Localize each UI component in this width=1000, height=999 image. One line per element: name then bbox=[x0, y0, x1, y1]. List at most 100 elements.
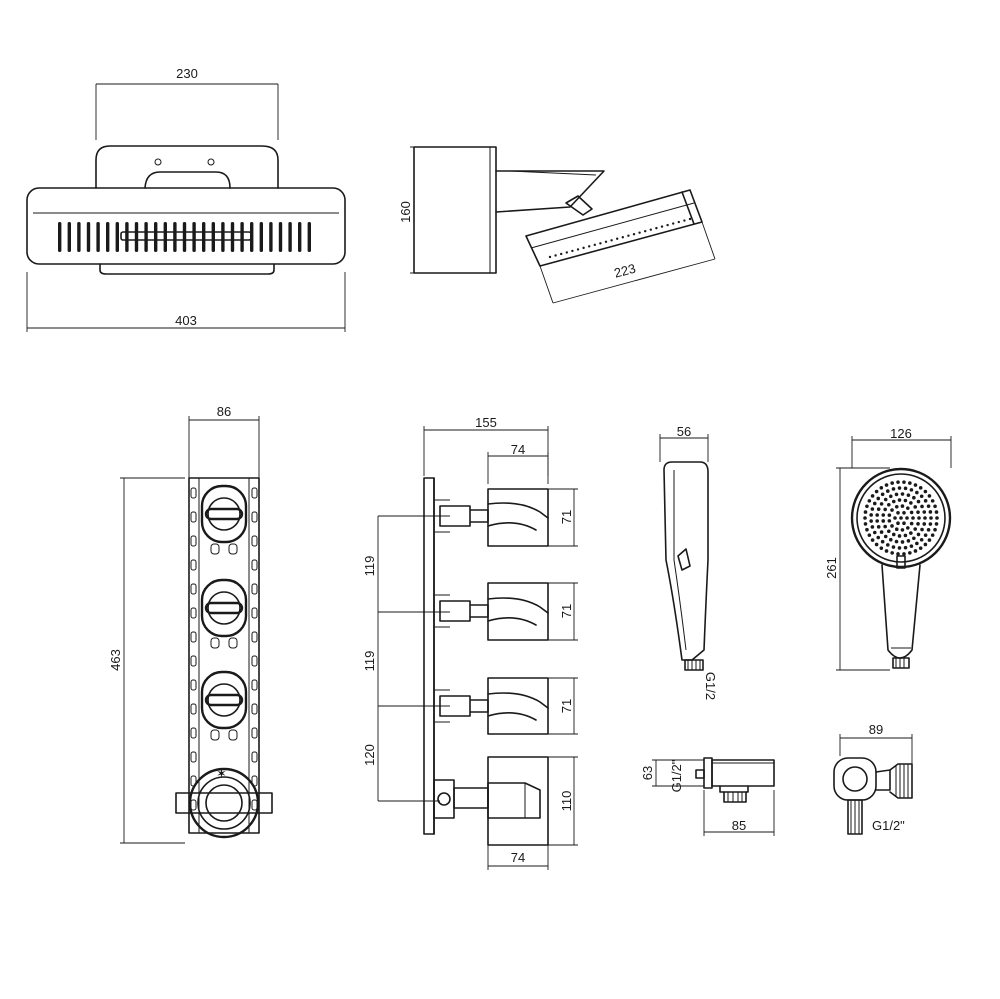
rail-hole bbox=[190, 631, 197, 643]
handle-stem bbox=[439, 695, 489, 717]
spray-nozzle bbox=[896, 552, 900, 556]
spray-nozzle bbox=[903, 545, 908, 550]
spray-nozzle bbox=[916, 522, 920, 526]
spray-nozzle bbox=[897, 498, 902, 502]
dim-outlet-depth: 85 bbox=[732, 818, 746, 833]
rail-hole bbox=[190, 535, 197, 547]
stem-flange bbox=[434, 689, 450, 723]
spray-nozzle bbox=[926, 528, 931, 532]
spray-nozzle bbox=[876, 525, 881, 529]
spray-nozzle bbox=[900, 504, 905, 508]
dim-handshower-front-width: 126 bbox=[890, 426, 912, 441]
dim-outlet-thread: G1/2" bbox=[669, 759, 684, 792]
nozzle-slot bbox=[298, 222, 302, 252]
spray-nozzle bbox=[870, 538, 875, 542]
side-handle-profiles bbox=[434, 488, 549, 735]
valve-slot bbox=[210, 729, 220, 741]
rail-hole bbox=[190, 703, 197, 715]
spray-nozzle bbox=[883, 534, 888, 539]
spray-nozzle bbox=[912, 536, 916, 541]
spray-nozzle bbox=[865, 527, 869, 532]
side-nozzle bbox=[627, 234, 630, 237]
spray-nozzle bbox=[911, 516, 915, 520]
side-nozzle bbox=[565, 251, 568, 254]
spray-nozzle bbox=[922, 522, 927, 526]
dim-valve-side-depth: 155 bbox=[475, 415, 497, 430]
spray-nozzle bbox=[908, 481, 912, 485]
valve-lever bbox=[204, 693, 244, 707]
nozzle-slot bbox=[77, 222, 81, 252]
spray-nozzle bbox=[909, 531, 913, 535]
nozzle-slot bbox=[67, 222, 71, 252]
spray-nozzle bbox=[874, 542, 879, 547]
spray-nozzle bbox=[906, 506, 910, 510]
spray-nozzle bbox=[883, 497, 888, 502]
spray-nozzle bbox=[897, 546, 902, 550]
spray-nozzle bbox=[909, 488, 914, 492]
handle-box bbox=[487, 488, 549, 547]
spray-nozzle bbox=[915, 490, 919, 495]
spray-nozzle bbox=[869, 513, 873, 517]
spray-nozzle bbox=[902, 552, 906, 556]
spray-nozzle bbox=[916, 499, 921, 504]
spray-nozzle bbox=[900, 540, 905, 544]
nozzle-slot bbox=[211, 222, 215, 252]
spray-nozzle bbox=[902, 521, 906, 525]
rail-hole bbox=[251, 631, 258, 643]
dim-holder-width: 89 bbox=[869, 722, 883, 737]
spray-nozzle bbox=[913, 527, 918, 531]
dim-valve-total-height: 463 bbox=[108, 649, 123, 671]
spray-nozzle bbox=[920, 504, 924, 509]
side-nozzle-row bbox=[548, 217, 692, 259]
spray-nozzle bbox=[923, 516, 927, 520]
nozzle-slot bbox=[106, 222, 110, 252]
side-nozzle bbox=[660, 225, 664, 228]
valve-slot bbox=[210, 543, 220, 555]
handle-box bbox=[487, 677, 549, 735]
spray-nozzle bbox=[928, 522, 933, 526]
side-nozzle bbox=[632, 233, 636, 236]
nozzle-slot bbox=[221, 222, 225, 252]
handle-curve bbox=[487, 597, 549, 626]
handshower-nozzles bbox=[863, 480, 939, 556]
valve-body bbox=[200, 670, 248, 730]
spray-nozzle bbox=[903, 486, 908, 491]
spray-nozzle bbox=[930, 533, 935, 537]
nozzle-slot bbox=[58, 222, 62, 252]
spray-nozzle bbox=[880, 539, 885, 544]
rail-hole bbox=[251, 751, 258, 763]
valve-cap bbox=[207, 497, 241, 531]
valve-slot bbox=[228, 729, 238, 741]
side-nozzle bbox=[644, 229, 647, 233]
spray-nozzle bbox=[915, 541, 919, 546]
valve-body bbox=[200, 578, 248, 638]
overhead-shower-side-view: 160 223 bbox=[398, 146, 716, 304]
spray-nozzle bbox=[926, 504, 931, 508]
dim-handle-bottom-width: 74 bbox=[511, 850, 525, 865]
spray-nozzle bbox=[909, 501, 913, 505]
dim-holder-thread: G1/2" bbox=[872, 818, 905, 833]
spray-nozzle bbox=[888, 537, 893, 542]
spray-nozzle bbox=[887, 519, 892, 523]
side-nozzle bbox=[593, 243, 596, 247]
spray-nozzle bbox=[918, 486, 923, 490]
spray-nozzle bbox=[906, 526, 910, 530]
nozzle-slot bbox=[96, 222, 100, 252]
spray-nozzle bbox=[881, 513, 886, 517]
spray-nozzle bbox=[916, 532, 921, 537]
nozzle-slot bbox=[269, 222, 273, 252]
rail-hole bbox=[251, 583, 258, 595]
spray-nozzle bbox=[875, 513, 879, 517]
dim-thermo-height: 110 bbox=[559, 791, 574, 812]
spray-nozzle bbox=[888, 494, 893, 499]
wall-outlet-view: 63 G1/2" 85 bbox=[640, 757, 775, 836]
spray-nozzle bbox=[879, 530, 884, 534]
spray-nozzle bbox=[883, 507, 887, 512]
spray-nozzle bbox=[913, 483, 918, 487]
nozzle-slots bbox=[58, 222, 311, 252]
dim-handle-height-3: 71 bbox=[559, 699, 574, 713]
spray-nozzle bbox=[899, 516, 903, 520]
rail-hole bbox=[190, 727, 197, 739]
spray-nozzle bbox=[913, 549, 918, 553]
